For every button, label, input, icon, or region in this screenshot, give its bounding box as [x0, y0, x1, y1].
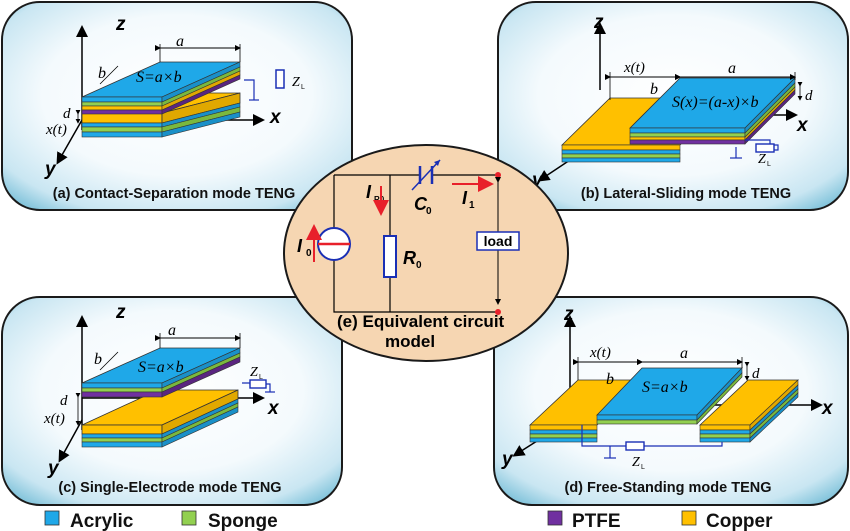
top-stack	[629, 77, 796, 145]
x-label: x	[267, 398, 280, 419]
svg-text:1: 1	[469, 200, 475, 211]
svg-text:0: 0	[416, 260, 422, 271]
dim-b-label: b	[606, 371, 614, 388]
legend-swatch	[681, 510, 697, 526]
bottom-right-electrode	[698, 379, 800, 443]
load-label: Z	[292, 75, 300, 90]
area-label: S=a×b	[138, 359, 184, 376]
load-resistor	[755, 143, 775, 153]
dim-a-label: a	[176, 33, 184, 50]
load-box-label: load	[484, 233, 513, 249]
legend: Acrylic Sponge PTFE Copper	[44, 510, 773, 531]
dim-a-label: a	[680, 345, 688, 362]
top-slider	[596, 367, 743, 425]
x-label: x	[269, 107, 282, 128]
dim-a-label: a	[728, 60, 736, 77]
load-label: Z	[632, 455, 640, 470]
dim-d-label: d	[805, 88, 813, 104]
legend-label: Copper	[706, 511, 773, 531]
panel-contact-separation: a b S=a×b d x(t) Z L z x y (a) Contact-S…	[1, 1, 353, 211]
area-label: S(x)=(a-x)×b	[672, 94, 758, 111]
dim-x-label: x(t)	[43, 411, 65, 427]
area-label: S=a×b	[642, 379, 688, 396]
legend-item-sponge: Sponge	[181, 510, 278, 531]
dim-d-label: d	[63, 106, 71, 122]
svg-text:R0: R0	[374, 195, 385, 204]
dim-x-label: x(t)	[623, 60, 645, 76]
dim-b-label: b	[98, 65, 106, 82]
dim-a-label: a	[168, 322, 176, 339]
y-label: y	[44, 159, 57, 180]
current-out-label: I	[462, 188, 468, 208]
equivalent-circuit: I 0 R 0 I R0 C 0 I 1 load (e) Equivalent…	[283, 144, 569, 362]
dim-x-label: x(t)	[589, 345, 611, 361]
current-r-label: I	[366, 182, 372, 202]
resistor-label: R	[403, 248, 416, 268]
svg-text:0: 0	[306, 248, 312, 259]
load-label: Z	[250, 365, 258, 380]
z-label: z	[593, 12, 604, 33]
top-stack	[81, 347, 241, 398]
y-label: y	[47, 458, 60, 479]
panel-c-caption: (c) Single-Electrode mode TENG	[58, 480, 281, 496]
panel-lateral-sliding: x(t) a b S(x)=(a-x)×b d Z L z x y (b) La…	[497, 1, 849, 211]
legend-item-copper: Copper	[681, 510, 773, 531]
legend-swatch	[547, 510, 563, 526]
legend-label: PTFE	[572, 511, 621, 531]
svg-text:L: L	[259, 374, 263, 381]
legend-item-ptfe: PTFE	[547, 510, 621, 531]
load-resistor	[249, 379, 267, 389]
y-axis	[56, 119, 83, 165]
svg-text:L: L	[301, 84, 305, 91]
dim-x-label: x(t)	[45, 122, 67, 138]
top-stack	[81, 61, 241, 115]
legend-swatch	[44, 510, 60, 526]
y-label: y	[501, 449, 514, 470]
z-label: z	[115, 302, 126, 323]
z-label: z	[115, 14, 126, 35]
svg-text:0: 0	[426, 206, 432, 217]
dim-b-label: b	[650, 81, 658, 98]
svg-text:L: L	[641, 464, 645, 471]
circuit-caption-1: (e) Equivalent circuit	[337, 312, 505, 331]
resistor-r0	[383, 235, 397, 278]
bottom-left-electrode	[528, 379, 647, 443]
x-label: x	[821, 398, 834, 419]
x-label: x	[796, 115, 809, 136]
source-label: I	[297, 236, 303, 256]
dim-d-label: d	[60, 393, 68, 409]
z-label: z	[563, 304, 574, 325]
dim-b-label: b	[94, 351, 102, 368]
load-label: Z	[758, 152, 766, 167]
legend-label: Acrylic	[70, 511, 134, 531]
area-label: S=a×b	[136, 69, 182, 86]
legend-item-acrylic: Acrylic	[44, 510, 134, 531]
panel-free-standing: x(t) a b S=a×b d Z L z x y (d) Free-Stan…	[493, 296, 849, 506]
panel-b-caption: (b) Lateral-Sliding mode TENG	[581, 186, 791, 202]
capacitor-label: C	[414, 194, 428, 214]
legend-swatch	[181, 510, 197, 526]
svg-text:L: L	[767, 161, 771, 168]
circuit-caption-2: model	[385, 332, 435, 351]
legend-label: Sponge	[208, 511, 278, 531]
panel-a-caption: (a) Contact-Separation mode TENG	[53, 186, 296, 202]
bottom-stack	[81, 389, 239, 448]
panel-single-electrode: a b S=a×b d x(t) Z L z x y (c) Single-El…	[1, 296, 343, 506]
panel-d-caption: (d) Free-Standing mode TENG	[564, 480, 771, 496]
load-resistor	[625, 441, 645, 451]
load-box	[476, 231, 520, 251]
load-resistor	[275, 69, 285, 89]
dim-d-label: d	[752, 366, 760, 382]
